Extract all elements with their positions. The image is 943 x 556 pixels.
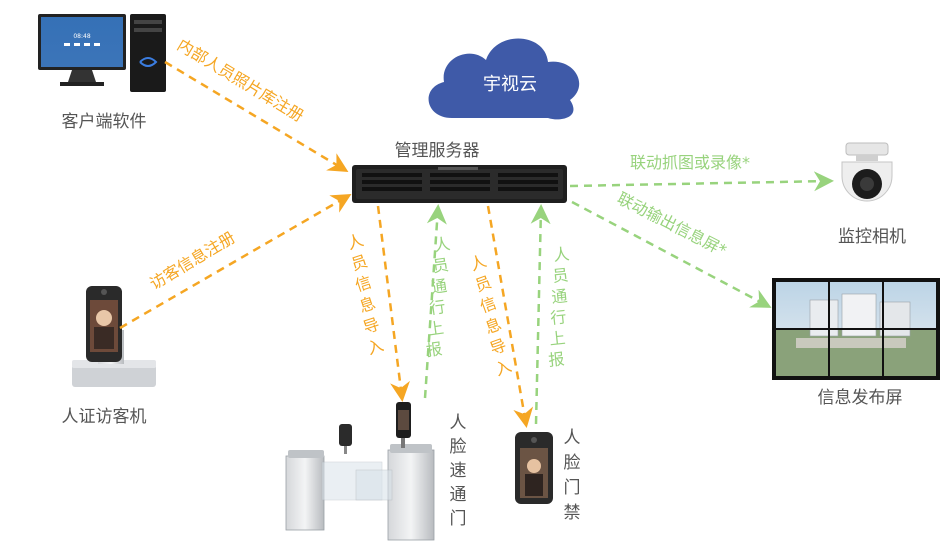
vl-report-door-char: 人 [552, 244, 570, 265]
gate-char-4: 通 [450, 485, 467, 505]
vl-import-gate-char: 员 [349, 251, 370, 274]
gate-char-2: 脸 [450, 437, 467, 457]
vl-import-door-char: 人 [467, 251, 489, 274]
edge-import-gate [376, 205, 410, 402]
vl-import-door-char: 员 [472, 272, 494, 295]
door-char-2: 脸 [564, 453, 581, 473]
edge-output [571, 200, 772, 308]
cloud-icon [428, 38, 580, 120]
edge-label-capture: 联动抓图或录像* [630, 153, 750, 172]
vl-report-door-char: 行 [549, 307, 567, 328]
clock-text: 08:48 [73, 33, 90, 40]
vl-import-gate-char: 入 [365, 335, 386, 358]
vl-import-door-char: 入 [492, 356, 514, 379]
vl-import-gate-char: 人 [345, 230, 366, 253]
gate-label: 人 脸 速 通 门 [450, 413, 467, 529]
visitor-label: 人证访客机 [62, 407, 147, 427]
cloud-label: 宇视云 [483, 74, 537, 95]
vl-import-gate-char: 息 [357, 293, 378, 316]
gate-char-3: 速 [450, 461, 467, 481]
door-char-1: 人 [564, 428, 581, 448]
visitor-terminal-icon [72, 286, 156, 387]
vl-report-gate-char: 通 [430, 276, 449, 297]
camera-icon [841, 142, 893, 202]
screen-label: 信息发布屏 [818, 388, 903, 408]
gate-char-5: 门 [450, 509, 467, 529]
display-wall-icon [772, 278, 940, 380]
server-label: 管理服务器 [395, 141, 480, 161]
edge-report-door [530, 204, 551, 425]
vl-report-door-char: 通 [550, 286, 568, 307]
face-door-terminal-icon [515, 432, 553, 504]
speed-gate-icon [285, 402, 435, 541]
door-char-4: 禁 [564, 503, 581, 523]
vl-report-gate-char: 人 [433, 234, 452, 255]
vl-import-door-char: 导 [487, 335, 509, 358]
gate-char-1: 人 [450, 413, 467, 433]
camera-label: 监控相机 [838, 227, 906, 247]
edge-report-gate [423, 204, 447, 399]
door-label: 人 脸 门 禁 [564, 428, 581, 523]
vl-import-gate-char: 导 [361, 314, 382, 337]
vl-report-door-char: 报 [547, 349, 565, 370]
vl-import-door-char: 息 [482, 314, 504, 337]
vl-report-gate-char: 员 [431, 255, 450, 276]
edge-label-output: 联动输出信息屏* [614, 189, 730, 260]
edge-import-door [486, 205, 534, 428]
edge-visitor-register [119, 193, 352, 330]
edge-capture [569, 171, 834, 192]
client-pc-icon: 08:48 [38, 14, 166, 92]
vl-report-gate-char: 报 [425, 339, 444, 360]
edge-label-visitor-register: 访客信息注册 [146, 228, 238, 294]
vl-import-door-char: 信 [477, 293, 499, 316]
edge-internal-register [164, 60, 349, 173]
server-icon [352, 165, 567, 203]
vl-report-door-char: 员 [551, 265, 569, 286]
vl-report-door-char: 上 [548, 328, 566, 349]
door-char-3: 门 [564, 478, 581, 498]
client-label: 客户端软件 [62, 112, 147, 132]
vl-report-gate-char: 上 [427, 318, 446, 339]
vl-report-gate-char: 行 [428, 297, 447, 318]
vl-import-gate-char: 信 [353, 272, 374, 295]
